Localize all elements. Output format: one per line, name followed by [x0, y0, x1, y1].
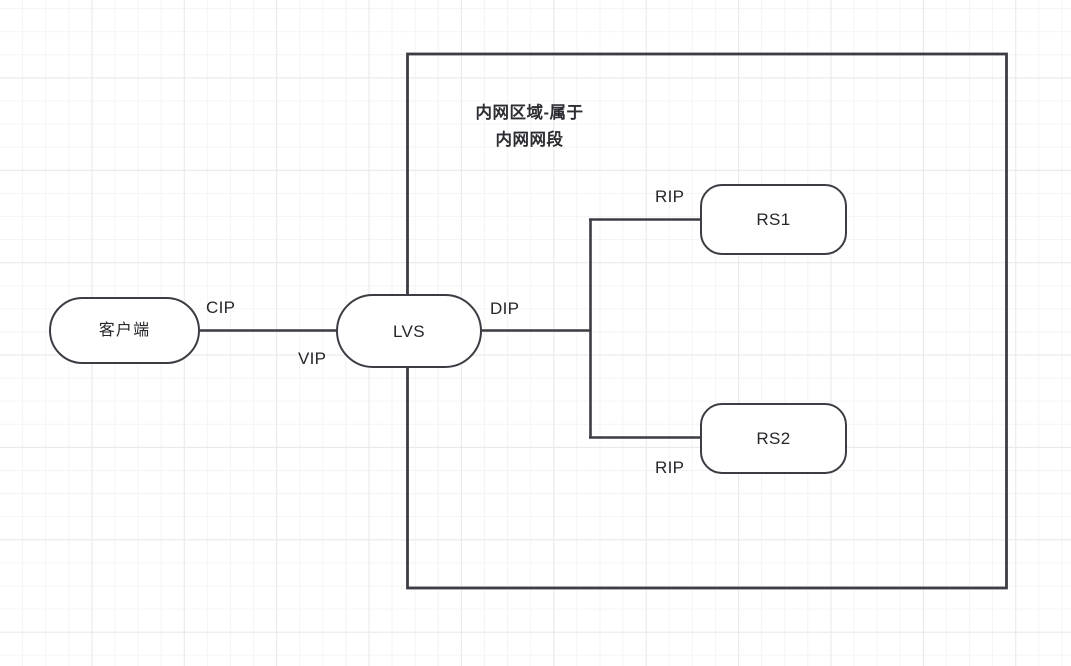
- node-rs2-label: RS2: [756, 429, 791, 448]
- node-lvs[interactable]: LVS: [336, 294, 482, 368]
- edge-label-dip: DIP: [490, 299, 520, 318]
- edge-label-cip: CIP: [206, 298, 236, 317]
- internal-zone-title-line1: 内网区域-属于: [475, 104, 584, 122]
- internal-zone-title-line2: 内网网段: [495, 131, 564, 150]
- node-rs1-label: RS1: [756, 210, 791, 229]
- edge-label-rip-rs1: RIP: [655, 187, 685, 206]
- edge-label-rip-rs2: RIP: [655, 458, 685, 477]
- internal-zone-title: 内网区域-属于 内网网段: [458, 100, 601, 154]
- node-lvs-label: LVS: [392, 321, 426, 341]
- edge-label-vip: VIP: [298, 349, 327, 368]
- node-client-label: 客户端: [98, 321, 151, 339]
- node-client[interactable]: 客户端: [49, 297, 200, 364]
- node-rs2[interactable]: RS2: [700, 403, 847, 474]
- node-rs1[interactable]: RS1: [700, 184, 847, 255]
